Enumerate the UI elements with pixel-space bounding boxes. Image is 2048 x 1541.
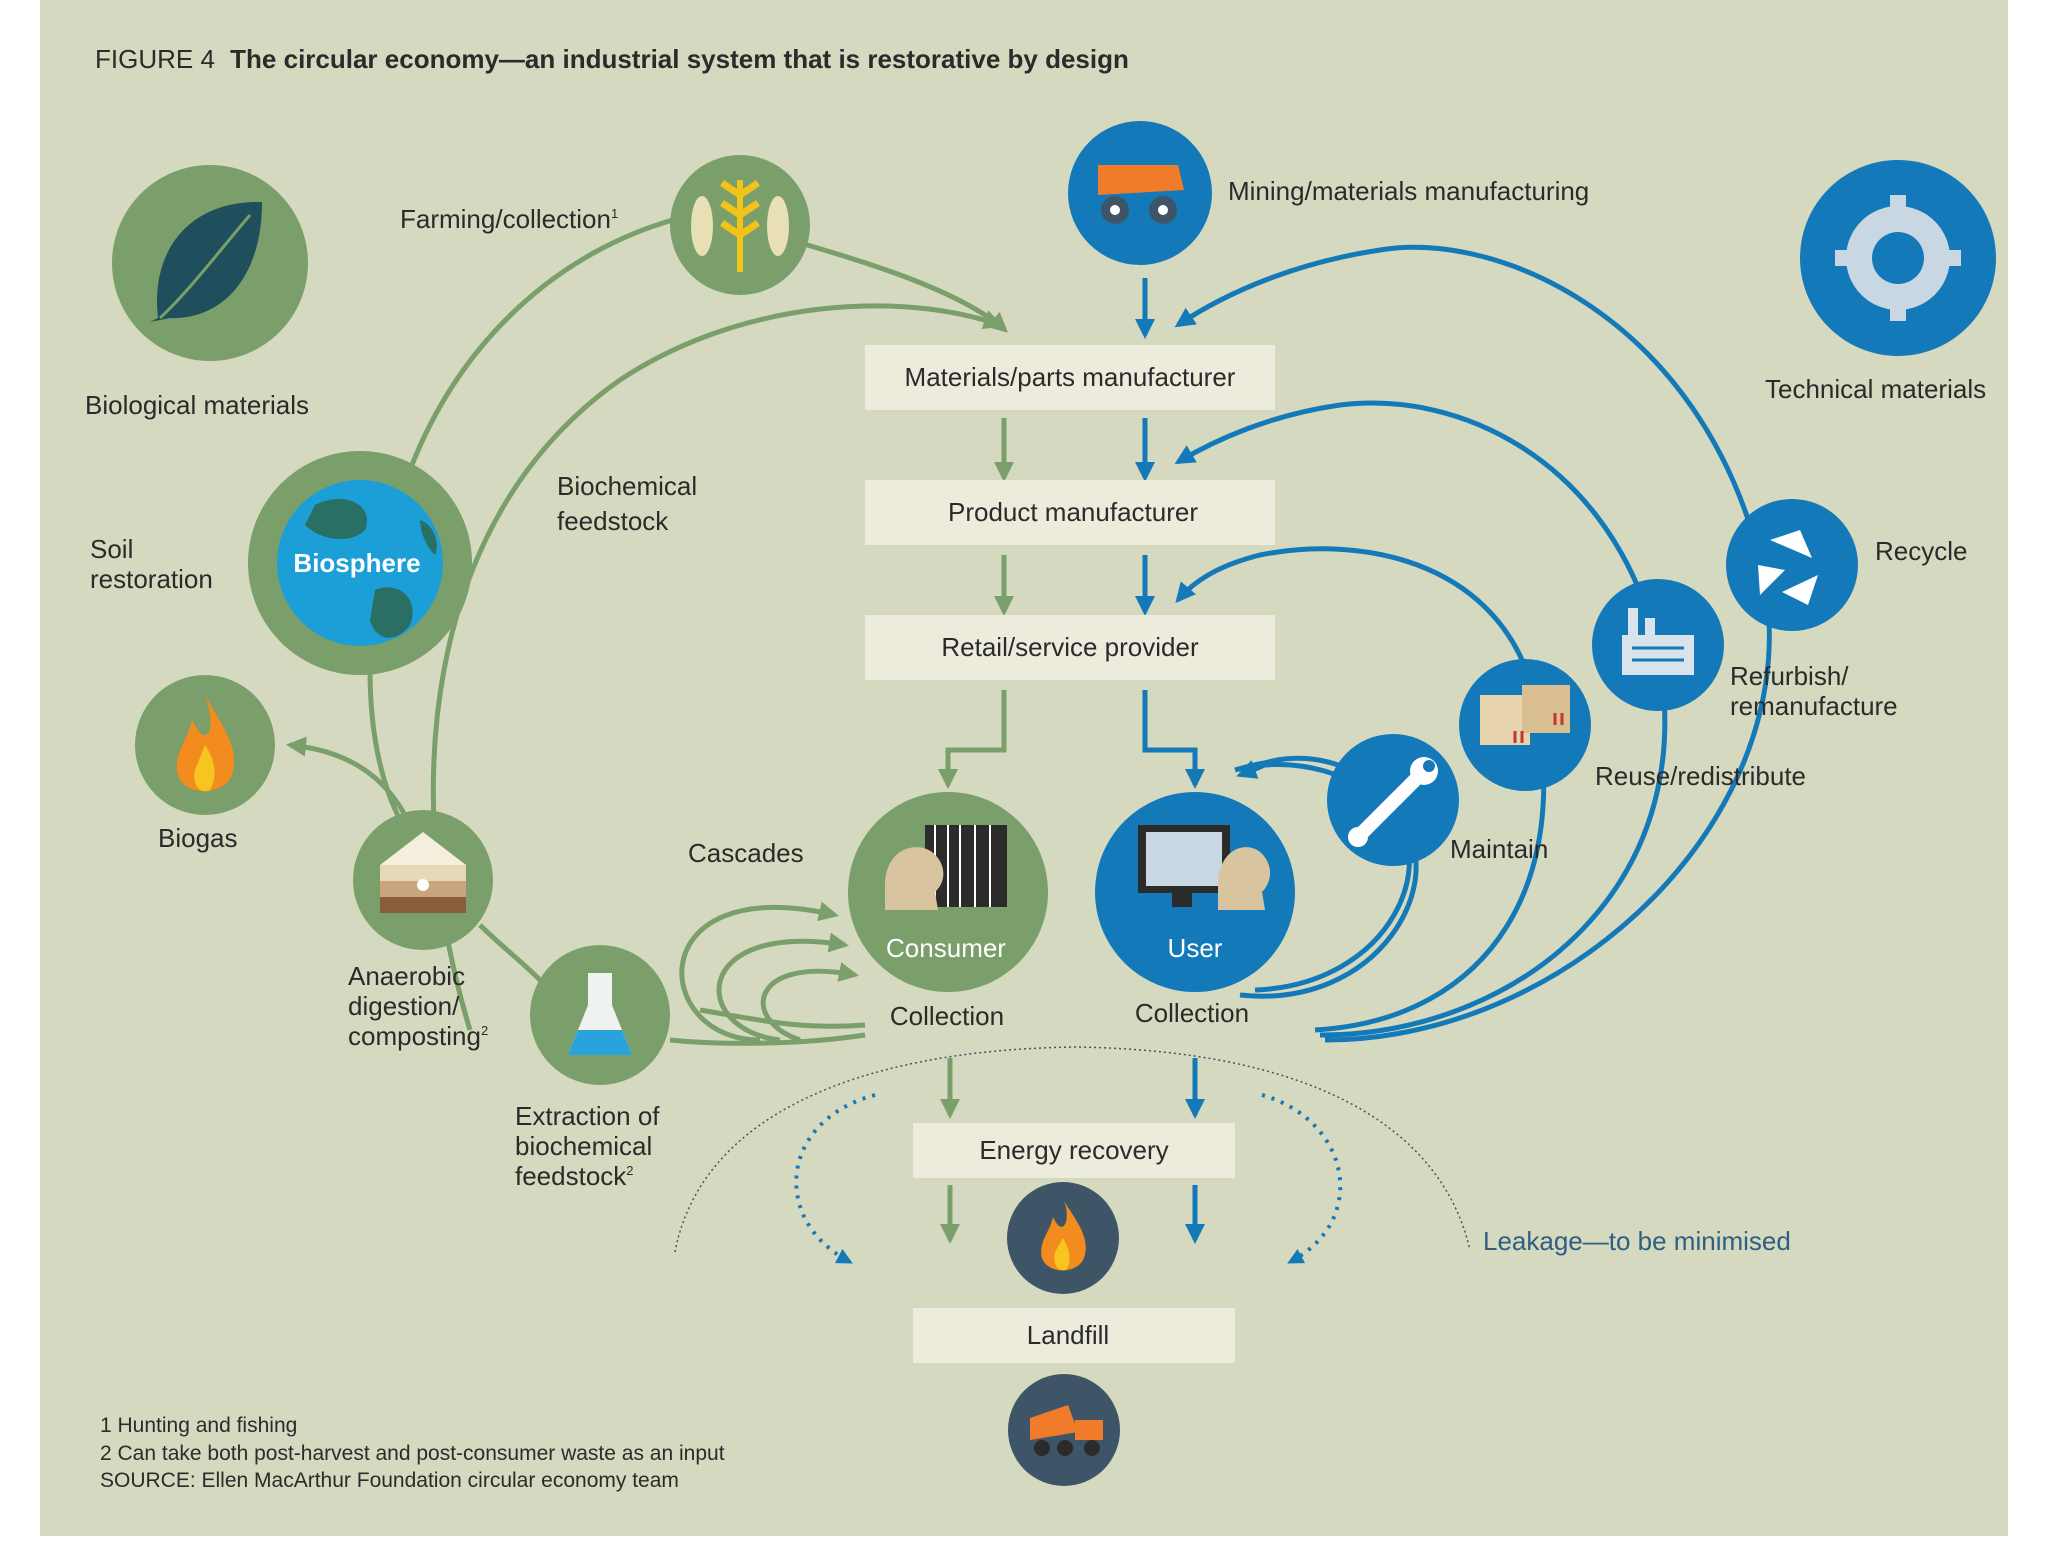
factory-icon — [1622, 608, 1694, 675]
arrow-retail-to-user — [1142, 690, 1205, 789]
loop-reuse — [1175, 546, 1547, 1033]
box-energy-label: Energy recovery — [979, 1135, 1168, 1165]
mining-label: Mining/materials manufacturing — [1228, 176, 1589, 206]
recycle-label: Recycle — [1875, 536, 1967, 566]
recycle-icon — [1758, 530, 1818, 605]
node-anaerobic: Anaerobic digestion/ composting2 — [348, 810, 493, 1051]
biogas-label: Biogas — [158, 823, 238, 853]
flow-anaerobic-to-biogas — [286, 736, 408, 817]
node-recycle: Recycle — [1726, 499, 1967, 631]
leakage-arc — [674, 1046, 1471, 1253]
footnote-2: 2 Can take both post-harvest and post-co… — [100, 1442, 725, 1465]
flow-farming-to-biosphere — [407, 215, 681, 471]
figure-title-text: The circular economy—an industrial syste… — [230, 44, 1129, 74]
globe-icon — [305, 499, 437, 638]
node-biogas: Biogas — [135, 675, 275, 853]
flow-collection-to-extraction — [669, 1032, 866, 1046]
flow-collection-to-extraction-2 — [699, 1007, 866, 1029]
box-materials-parts-label: Materials/parts manufacturer — [905, 362, 1236, 392]
node-landfill-truck — [1008, 1374, 1120, 1486]
consumer-collection-label: Collection — [890, 1001, 1004, 1031]
box-landfill-label: Landfill — [1027, 1320, 1109, 1350]
consumer-label: Consumer — [886, 933, 1006, 963]
anaerobic-label: Anaerobic digestion/ composting2 — [348, 961, 488, 1051]
leakage-arrow-right — [1261, 1093, 1343, 1264]
footnote-1: 1 Hunting and fishing — [100, 1414, 297, 1437]
node-technical-materials: Technical materials — [1765, 160, 1996, 404]
node-maintain: Maintain — [1327, 734, 1548, 866]
flame-icon — [176, 695, 235, 792]
box-product — [865, 480, 1275, 545]
arrow-retail-to-consumer — [938, 690, 1007, 789]
cascade-loop-2 — [716, 932, 849, 1043]
dump-truck-icon — [1030, 1405, 1103, 1456]
reuse-label: Reuse/redistribute — [1595, 761, 1806, 791]
node-refurbish: Refurbish/ remanufacture — [1592, 579, 1898, 721]
gear-icon — [1835, 195, 1961, 321]
node-consumer: Consumer Collection — [848, 792, 1048, 1031]
node-reuse: Reuse/redistribute — [1459, 659, 1806, 791]
wheat-fish-icon — [691, 180, 789, 272]
figure-background — [40, 0, 2008, 1536]
boxes-icon — [1480, 685, 1570, 745]
node-farming: Farming/collection1 — [400, 155, 810, 295]
soil-restoration-label: Soil restoration — [90, 534, 213, 594]
compost-icon — [380, 832, 466, 913]
biological-materials-label: Biological materials — [85, 390, 309, 420]
node-energy-fire — [1007, 1182, 1119, 1294]
leakage-lines — [674, 1046, 1471, 1264]
box-retail-label: Retail/service provider — [941, 632, 1199, 662]
box-energy — [913, 1123, 1235, 1178]
box-materials-parts — [865, 345, 1275, 410]
flow-extraction-to-anaerobic — [478, 923, 542, 982]
footnote-source: SOURCE: Ellen MacArthur Foundation circu… — [100, 1469, 679, 1492]
cascade-loop-3 — [760, 962, 859, 1043]
box-retail — [865, 615, 1275, 680]
mining-truck-icon — [1098, 165, 1184, 224]
figure-prefix: FIGURE 4 — [95, 44, 215, 74]
loop-refurbish — [1174, 400, 1668, 1038]
user-label: User — [1168, 933, 1223, 963]
technical-materials-label: Technical materials — [1765, 374, 1986, 404]
refurbish-label: Refurbish/ remanufacture — [1730, 661, 1898, 721]
farming-label: Farming/collection1 — [400, 204, 618, 234]
leakage-label: Leakage—to be minimised — [1483, 1226, 1791, 1256]
figure-title: FIGURE 4 The circular economy—an industr… — [95, 44, 1129, 74]
flow-biosphere-to-anaerobic — [367, 669, 403, 822]
fire-icon — [1041, 1200, 1086, 1271]
maintain-label: Maintain — [1450, 834, 1548, 864]
footnotes: 1 Hunting and fishing 2 Can take both po… — [100, 1414, 725, 1492]
node-biological-materials: Biological materials — [85, 165, 309, 420]
biochemical-feedstock-label: Biochemical feedstock — [557, 471, 704, 536]
node-biosphere: Biosphere Soil restoration — [90, 451, 472, 675]
user-collection-label: Collection — [1135, 998, 1249, 1028]
box-landfill — [913, 1308, 1235, 1363]
consumer-icon — [885, 825, 1007, 910]
node-extraction: Extraction of biochemical feedstock2 — [515, 945, 670, 1191]
node-mining: Mining/materials manufacturing — [1068, 121, 1589, 265]
cascade-loop-1 — [679, 901, 839, 1043]
loop-recycle — [1174, 244, 1772, 1043]
extraction-label: Extraction of biochemical feedstock2 — [515, 1101, 667, 1191]
box-product-label: Product manufacturer — [948, 497, 1198, 527]
node-user: User Collection — [1095, 792, 1295, 1028]
computer-user-icon — [1138, 825, 1271, 910]
flow-boxes: Materials/parts manufacturer Product man… — [865, 345, 1275, 1363]
biosphere-label: Biosphere — [293, 548, 420, 578]
cascades-label: Cascades — [688, 838, 804, 868]
